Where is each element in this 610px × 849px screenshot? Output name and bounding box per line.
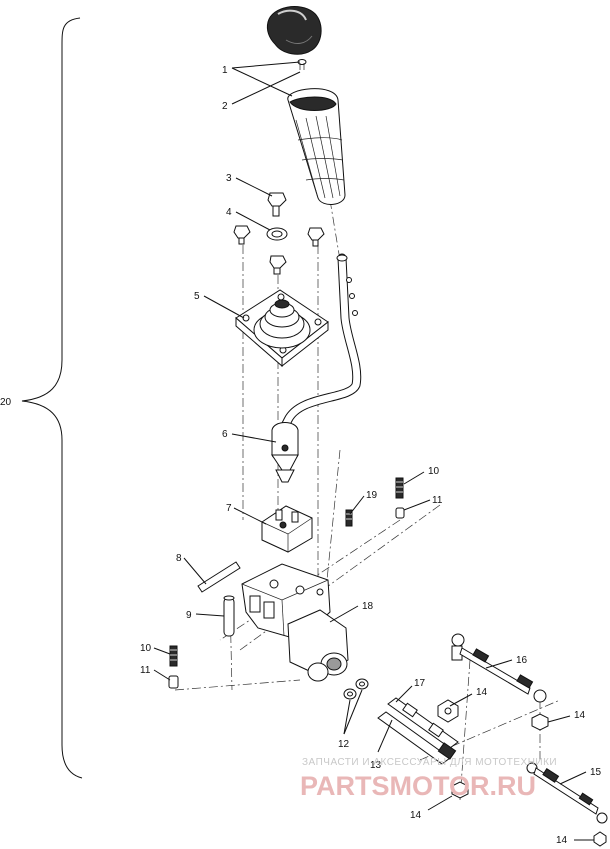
pin-icon [197, 561, 241, 593]
nut-icon [593, 831, 607, 847]
callout-11-upper: 11 [432, 495, 443, 506]
spring-icon [395, 477, 404, 499]
callout-15: 15 [590, 767, 602, 778]
selector-block [261, 505, 313, 553]
callout-5: 5 [194, 291, 200, 302]
washer-icon [266, 227, 288, 241]
nut-icon [531, 713, 549, 731]
tie-rod-upper [451, 633, 547, 703]
spring-icon [345, 509, 353, 527]
washer-icon [343, 688, 357, 700]
detent-pin-icon [168, 675, 179, 689]
shifter-housing [241, 563, 349, 682]
screw-icon [297, 59, 307, 70]
callout-13: 13 [370, 760, 382, 771]
callout-labels: 1 2 3 4 5 6 7 8 9 10 11 19 18 10 11 12 1… [0, 65, 602, 846]
bolt-icon [267, 192, 287, 217]
assembly-brace [21, 17, 83, 779]
callout-14-d: 14 [556, 835, 568, 846]
shift-lever [271, 253, 362, 483]
callout-9: 9 [186, 610, 192, 621]
callout-10-upper: 10 [428, 466, 440, 477]
nut-icon [451, 781, 469, 799]
tie-rod-lower [526, 762, 608, 824]
callout-11-lower: 11 [140, 665, 151, 676]
detent-pin-icon [395, 507, 405, 519]
callout-3: 3 [226, 173, 232, 184]
callout-16: 16 [516, 655, 528, 666]
callout-14-c: 14 [410, 810, 422, 821]
watermark-caption: ЗАПЧАСТИ И АКСЕССУАРЫ ДЛЯ МОТОТЕХНИКИ [302, 757, 557, 768]
bolt-icon [269, 255, 287, 275]
callout-14-b: 14 [574, 710, 586, 721]
nut-icon [437, 699, 459, 723]
callout-20: 20 [0, 397, 12, 408]
rubber-boot-flange [235, 289, 329, 368]
bolt-icon [307, 227, 325, 247]
callout-12: 12 [338, 739, 350, 750]
callout-14-a: 14 [476, 687, 488, 698]
callout-1: 1 [222, 65, 228, 76]
callout-4: 4 [226, 207, 232, 218]
shift-shaft [377, 697, 459, 765]
spring-icon [169, 645, 178, 667]
callout-18: 18 [362, 601, 374, 612]
watermark: ЗАПЧАСТИ И АКСЕССУАРЫ ДЛЯ МОТОТЕХНИКИ PA… [300, 757, 557, 801]
callout-2: 2 [222, 101, 228, 112]
dowel-pin-icon [223, 595, 235, 637]
leader-lines [153, 61, 594, 841]
washer-icon [355, 678, 369, 690]
callout-19: 19 [366, 490, 378, 501]
callout-8: 8 [176, 553, 182, 564]
callout-7: 7 [226, 503, 232, 514]
callout-6: 6 [222, 429, 228, 440]
callout-10-lower: 10 [140, 643, 152, 654]
callout-17: 17 [414, 678, 426, 689]
watermark-logo: PARTSMOTOR.RU [300, 771, 536, 801]
shift-knob [266, 6, 322, 55]
bolt-icon [233, 225, 251, 245]
shift-handle-sleeve [287, 88, 346, 205]
